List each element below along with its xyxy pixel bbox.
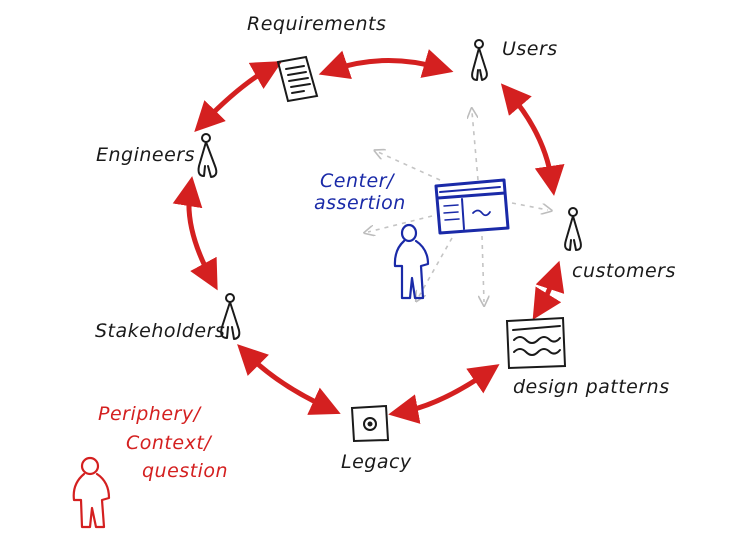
cycle-arrows <box>172 49 565 424</box>
periphery-label-line1: Periphery/ <box>98 403 201 425</box>
periphery-person-icon <box>72 456 111 529</box>
document-icon <box>276 55 319 103</box>
center-label-line1: Center/ <box>320 170 394 192</box>
ray-right <box>511 202 548 210</box>
customers-person-icon <box>564 207 582 251</box>
periphery-label-line2: Context/ <box>126 432 212 454</box>
ray-left <box>368 215 433 232</box>
center-label-line2: assertion <box>314 192 406 214</box>
label-customers: customers <box>572 260 676 282</box>
label-users: Users <box>502 38 558 60</box>
arrow-designpatterns-legacy <box>388 364 500 424</box>
label-legacy: Legacy <box>341 451 412 473</box>
arrow-legacy-stakeholders <box>237 344 341 415</box>
arrow-customers-designpatterns <box>532 260 565 320</box>
ray-down <box>482 235 484 302</box>
arrow-engineers-requirements <box>194 61 283 133</box>
ray-down-left <box>418 237 453 298</box>
stakeholders-person-icon <box>220 293 241 340</box>
center-person-icon <box>393 223 430 300</box>
legacy-icon <box>350 404 390 443</box>
label-requirements: Requirements <box>247 13 387 35</box>
center-window-icon <box>434 178 510 235</box>
engineers-person-icon <box>197 133 218 178</box>
label-stakeholders: Stakeholders <box>95 320 226 342</box>
periphery-label-line3: question <box>142 460 229 482</box>
arrow-users-customers <box>500 83 565 196</box>
label-design-patterns: design patterns <box>513 376 670 398</box>
arrow-requirements-users <box>318 49 454 80</box>
arrow-stakeholders-engineers <box>172 176 218 291</box>
label-engineers: Engineers <box>96 144 196 166</box>
users-person-icon <box>471 39 488 81</box>
ray-up <box>472 112 479 181</box>
ray-up-left <box>378 152 441 181</box>
design-patterns-icon <box>505 316 567 370</box>
center-rays <box>368 112 548 302</box>
